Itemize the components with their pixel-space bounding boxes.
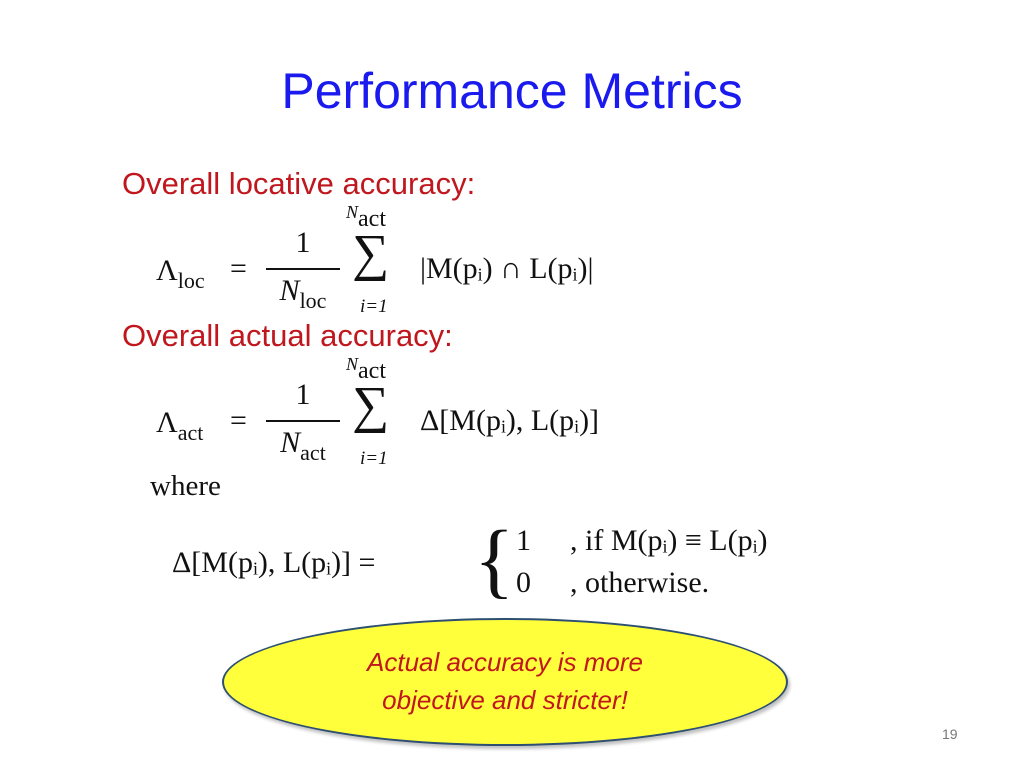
heading-actual-accuracy: Overall actual accuracy: — [122, 318, 453, 353]
case1-condition: , if M(pᵢ) ≡ L(pᵢ) — [570, 524, 768, 557]
case2-value: 0 — [516, 566, 531, 599]
upper-sub: act — [358, 358, 386, 384]
upper-n: N — [346, 354, 359, 374]
denom-n: N — [279, 274, 300, 307]
denom-sub: loc — [299, 288, 327, 313]
fraction-numerator: 1 — [295, 226, 311, 259]
sum-lower-limit: i=1 — [360, 296, 388, 317]
sigma-icon: ∑ — [352, 225, 390, 282]
fraction-line — [266, 420, 340, 422]
callout-line-1: Actual accuracy is more — [367, 647, 643, 677]
where-label: where — [150, 470, 221, 502]
heading-locative-accuracy: Overall locative accuracy: — [122, 166, 476, 201]
upper-n: N — [346, 202, 359, 222]
delta-lhs: Δ[M(pᵢ), L(pᵢ)] = — [172, 546, 376, 579]
case1-value: 1 — [516, 524, 531, 557]
sum-upper-limit: Nact — [346, 202, 386, 233]
lambda-sub: loc — [177, 268, 205, 293]
sum-body: Δ[M(pᵢ), L(pᵢ)] — [420, 404, 600, 437]
equals-sign: = — [230, 252, 247, 285]
slide-title: Performance Metrics — [281, 63, 743, 119]
fraction-line — [266, 268, 340, 270]
sigma-icon: ∑ — [352, 377, 390, 434]
fraction-denominator: Nact — [262, 426, 344, 466]
sum-lower-limit: i=1 — [360, 448, 388, 469]
equals-sign: = — [230, 404, 247, 437]
page-number: 19 — [942, 726, 958, 742]
lambda-symbol: Λ — [156, 406, 178, 439]
lambda-loc: Λloc — [156, 254, 205, 294]
sum-upper-limit: Nact — [346, 354, 386, 385]
lambda-act: Λact — [156, 406, 203, 446]
left-brace-icon: { — [474, 514, 515, 607]
fraction-denominator: Nloc — [262, 274, 344, 314]
callout-text: Actual accuracy is more objective and st… — [222, 643, 788, 719]
callout-line-2: objective and stricter! — [382, 685, 628, 715]
denom-sub: act — [300, 440, 326, 465]
case2-condition: , otherwise. — [570, 566, 710, 599]
lambda-sub: act — [177, 420, 204, 445]
denom-n: N — [280, 426, 301, 459]
lambda-symbol: Λ — [156, 254, 178, 287]
upper-sub: act — [358, 206, 386, 232]
fraction-numerator: 1 — [295, 378, 311, 411]
sum-body: |M(pᵢ) ∩ L(pᵢ)| — [420, 252, 594, 285]
callout-ellipse — [222, 618, 788, 746]
